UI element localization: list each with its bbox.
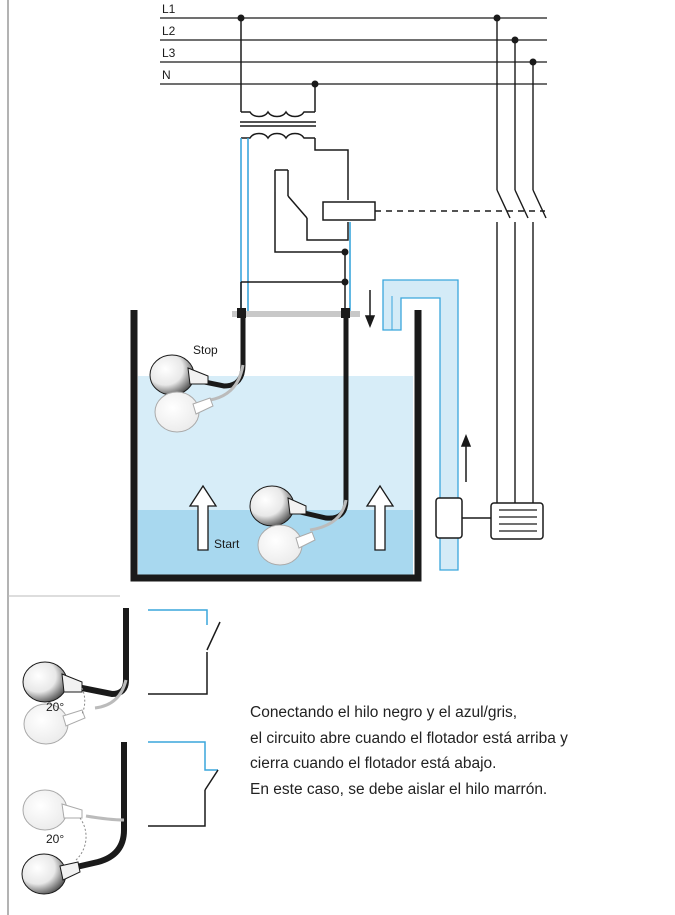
line-label-l3: L3 bbox=[162, 46, 176, 60]
description-line-1: Conectando el hilo negro y el azul/gris, bbox=[250, 704, 518, 721]
description-line-3: cierra cuando el flotador está abajo. bbox=[250, 755, 497, 772]
pump bbox=[435, 497, 544, 540]
line-label-l2: L2 bbox=[162, 24, 176, 38]
pipe bbox=[382, 279, 459, 571]
contactor-coil bbox=[322, 201, 376, 221]
secondary-wires bbox=[240, 138, 351, 312]
description-line-2: el circuito abre cuando el flotador está… bbox=[250, 729, 568, 747]
line-label-n: N bbox=[162, 68, 171, 82]
detail-float-up bbox=[22, 608, 221, 745]
junction-dots bbox=[237, 14, 537, 286]
line-label-l1: L1 bbox=[162, 2, 176, 16]
level-arrows bbox=[188, 484, 395, 551]
stop-label: Stop bbox=[193, 343, 218, 357]
angle-label-bottom: 20° bbox=[46, 832, 64, 846]
motor-lines bbox=[496, 18, 547, 505]
cable-mount bbox=[232, 311, 360, 317]
float-stop bbox=[149, 318, 246, 433]
detail-float-down bbox=[21, 741, 219, 895]
control-wiring bbox=[240, 138, 349, 312]
tank bbox=[130, 310, 422, 582]
description-line-4: En este caso, se debe aislar el hilo mar… bbox=[250, 780, 548, 798]
start-label: Start bbox=[214, 537, 240, 551]
cable-clamps bbox=[237, 308, 350, 318]
transformer bbox=[240, 18, 316, 140]
float-start bbox=[249, 318, 349, 566]
description-text: Conectando el hilo negro y el azul/gris,… bbox=[250, 700, 675, 802]
flow-arrows bbox=[364, 290, 472, 482]
angle-label-top: 20° bbox=[46, 700, 64, 714]
power-lines bbox=[160, 17, 547, 85]
